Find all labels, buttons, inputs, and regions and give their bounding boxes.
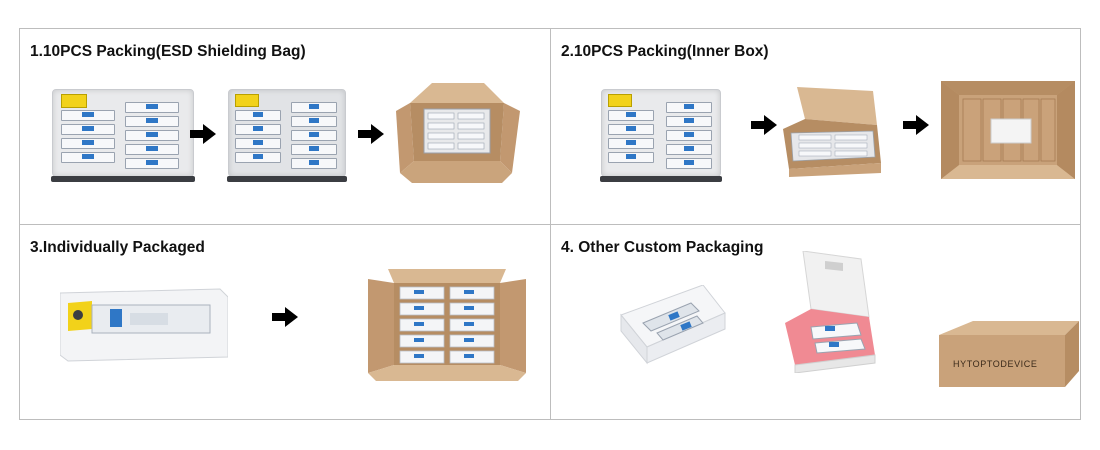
section-title: 3.Individually Packaged [30, 239, 205, 256]
packaging-grid: 1.10PCS Packing(ESD Shielding Bag) [19, 28, 1081, 420]
esd-tray-image [600, 89, 722, 182]
arrow-right-icon [190, 124, 216, 144]
open-carton-image [396, 83, 520, 183]
single-module-box-image [60, 288, 228, 362]
arrow-right-icon [272, 307, 298, 327]
section-inner-box: 2.10PCS Packing(Inner Box) [551, 29, 1080, 225]
esd-tray-image [51, 89, 195, 182]
pink-insert-box-image [785, 251, 876, 373]
box-brand-text: HYTOPTODEVICE [953, 359, 1038, 369]
section-title: 2.10PCS Packing(Inner Box) [561, 43, 769, 60]
arrow-right-icon [903, 115, 929, 135]
section-title: 1.10PCS Packing(ESD Shielding Bag) [30, 43, 306, 60]
section-title: 4. Other Custom Packaging [561, 239, 764, 256]
carton-with-single-boxes-image [368, 269, 526, 381]
arrow-right-icon [751, 115, 777, 135]
arrow-right-icon [358, 124, 384, 144]
white-gift-box-image [620, 285, 726, 365]
section-custom: 4. Other Custom Packaging HYTOPTODEVICE [551, 225, 1080, 419]
section-individual: 3.Individually Packaged [20, 225, 551, 419]
section-esd-bag: 1.10PCS Packing(ESD Shielding Bag) [20, 29, 551, 225]
carton-with-inner-boxes-image [941, 81, 1075, 179]
inner-box-image [783, 87, 881, 177]
brown-mailer-box-image: HYTOPTODEVICE [939, 321, 1079, 387]
esd-bag-image [227, 89, 347, 182]
